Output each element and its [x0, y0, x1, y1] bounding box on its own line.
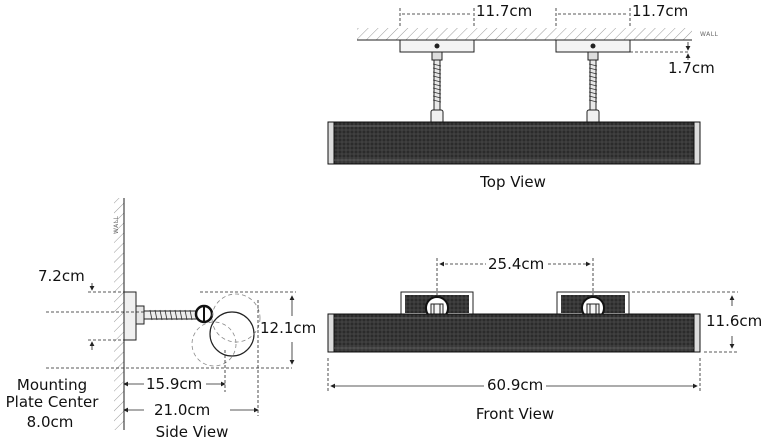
mounting-center-label: Mounting Plate Center	[5, 376, 99, 411]
front-shade	[327, 313, 701, 353]
front-shade-mesh	[327, 313, 701, 353]
wall-label-top: WALL	[700, 31, 719, 38]
top-left-mount	[399, 39, 475, 133]
dim-side-arm-offset: 7.2cm	[38, 267, 85, 285]
dim-top-right-plate: 11.7cm	[632, 2, 689, 20]
side-shade	[209, 311, 255, 357]
top-shade	[327, 121, 701, 165]
side-dimensions	[46, 283, 296, 416]
top-left-screw	[434, 43, 440, 49]
front-dimensions	[327, 258, 738, 392]
front-view	[327, 258, 738, 392]
dim-side-projection-outer: 21.0cm	[154, 401, 211, 419]
dim-front-width: 60.9cm	[487, 376, 544, 394]
side-mount-plate	[123, 291, 137, 341]
wall-label-side: WALL	[113, 215, 120, 234]
side-view	[46, 198, 296, 430]
dim-side-projection-inner: 15.9cm	[146, 375, 203, 393]
top-shade-mesh	[327, 121, 701, 165]
view-title-front: Front View	[475, 405, 555, 423]
side-shade-rotation	[191, 293, 261, 367]
top-dimensions	[399, 8, 691, 60]
dim-top-left-plate: 11.7cm	[476, 2, 533, 20]
top-right-mount	[555, 39, 631, 133]
dim-top-plate-depth: 1.7cm	[668, 59, 715, 77]
view-title-top: Top View	[480, 173, 546, 191]
top-right-screw	[590, 43, 596, 49]
view-title-side: Side View	[155, 423, 229, 441]
mounting-center-value: 8.0cm	[26, 413, 74, 431]
top-wall-hatch	[357, 28, 692, 40]
dim-front-bracket-spacing: 25.4cm	[488, 255, 545, 273]
side-wall-hatch	[114, 198, 124, 430]
top-view	[327, 8, 701, 165]
side-arm	[143, 304, 214, 324]
dim-side-height: 12.1cm	[260, 319, 317, 337]
dim-front-height: 11.6cm	[706, 312, 763, 330]
